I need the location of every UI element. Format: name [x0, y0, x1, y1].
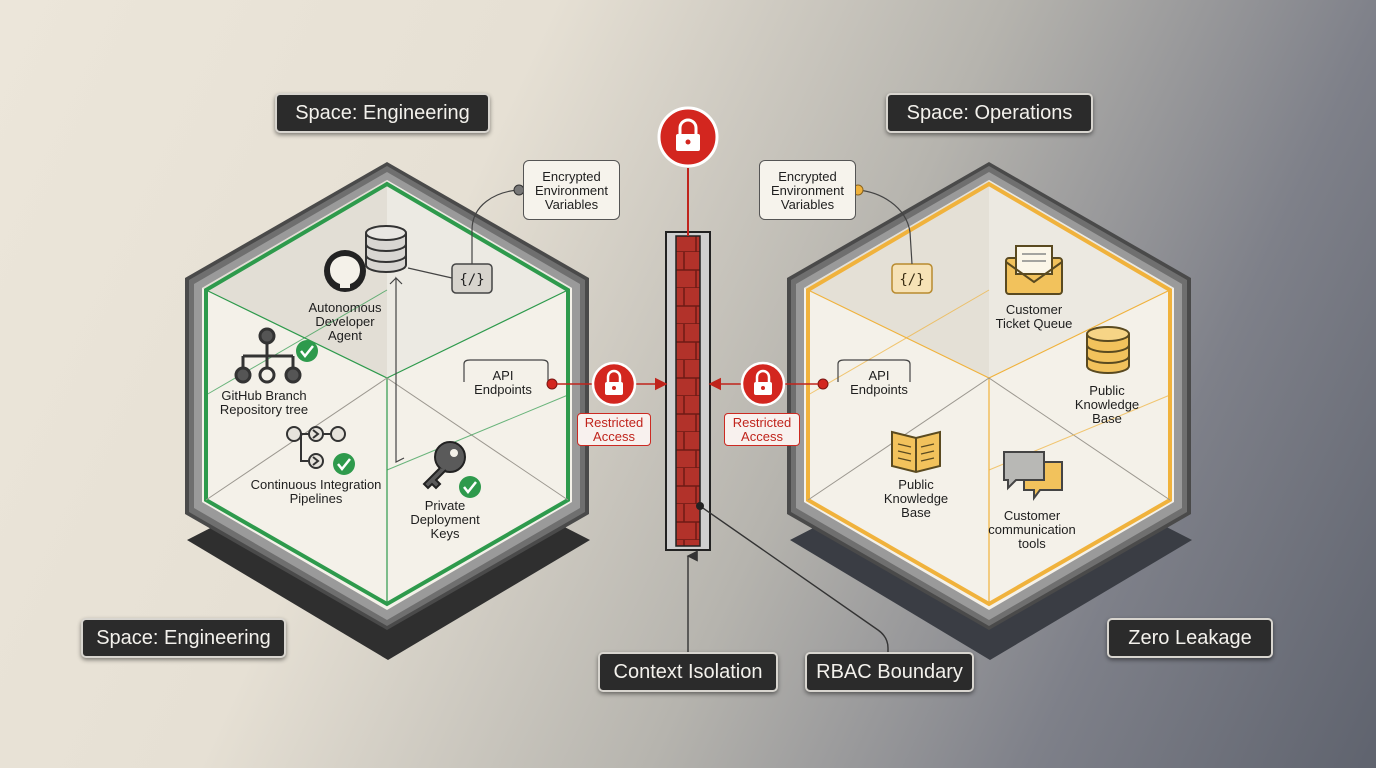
branch-tree-icon	[234, 327, 302, 384]
zero-leakage-tag: Zero Leakage	[1107, 618, 1273, 658]
book-icon	[891, 430, 941, 474]
operations-space	[787, 162, 1192, 660]
envelope-icon	[1005, 245, 1063, 295]
keys-flow-line	[389, 276, 405, 463]
operations-env-connector	[857, 189, 913, 265]
ticket-queue-label: Customer Ticket Queue	[995, 302, 1073, 331]
svg-text:{/}: {/}	[899, 272, 924, 288]
rbac-boundary-text: RBAC Boundary	[816, 660, 963, 683]
engineering-space-title-text: Space: Engineering	[295, 101, 470, 124]
top-lock-icon	[657, 106, 719, 168]
engineering-space-footer: Space: Engineering	[81, 618, 286, 658]
rbac-boundary-tag: RBAC Boundary	[805, 652, 974, 692]
rbac-firewall	[665, 168, 711, 551]
agent-link-line	[407, 267, 453, 279]
chat-bubbles-icon	[1003, 451, 1063, 501]
engineering-space-title: Space: Engineering	[275, 93, 490, 133]
database-icon-ops	[1086, 326, 1130, 374]
operations-api-bracket	[837, 359, 911, 382]
operations-restricted-access: Restricted Access	[724, 413, 800, 446]
knowledge-base-right-label: Public Knowledge Base	[1074, 383, 1140, 426]
engineering-env-connector	[471, 189, 519, 264]
keys-check-icon	[459, 476, 481, 498]
rbac-boundary-connector	[699, 505, 889, 654]
zero-leakage-text: Zero Leakage	[1128, 626, 1252, 649]
svg-text:{/}: {/}	[459, 272, 484, 288]
engineering-space-footer-text: Space: Engineering	[96, 626, 271, 649]
operations-space-title-text: Space: Operations	[906, 101, 1073, 124]
ci-pipelines-label: Continuous Integration Pipelines	[250, 477, 382, 506]
github-check-icon	[296, 340, 318, 362]
operations-encrypted-env-callout: Encrypted Environment Variables	[759, 160, 856, 220]
context-isolation-tag: Context Isolation	[598, 652, 778, 692]
restricted-lock-left	[591, 361, 637, 407]
pipeline-icon	[286, 426, 346, 469]
engineering-restricted-access: Restricted Access	[577, 413, 651, 446]
engineering-api-label: API Endpoints	[474, 368, 532, 397]
github-branch-label: GitHub Branch Repository tree	[219, 388, 309, 417]
pipeline-check-icon	[333, 453, 355, 475]
code-file-icon-ops: {/}	[891, 263, 933, 294]
operations-api-label: API Endpoints	[850, 368, 908, 397]
context-isolation-text: Context Isolation	[613, 660, 763, 683]
database-icon	[365, 225, 407, 273]
key-icon	[422, 441, 466, 490]
restricted-lock-right	[740, 361, 786, 407]
deployment-keys-label: Private Deployment Keys	[410, 498, 480, 541]
operations-space-title: Space: Operations	[886, 93, 1093, 133]
engineering-api-bracket	[463, 359, 549, 382]
engineering-encrypted-env-callout: Encrypted Environment Variables	[523, 160, 620, 220]
github-icon	[324, 250, 366, 292]
knowledge-base-left-label: Public Knowledge Base	[883, 477, 949, 520]
communication-tools-label: Customer communication tools	[988, 508, 1076, 551]
autonomous-agent-label: Autonomous Developer Agent	[308, 300, 382, 343]
code-file-icon: {/}	[451, 263, 493, 294]
